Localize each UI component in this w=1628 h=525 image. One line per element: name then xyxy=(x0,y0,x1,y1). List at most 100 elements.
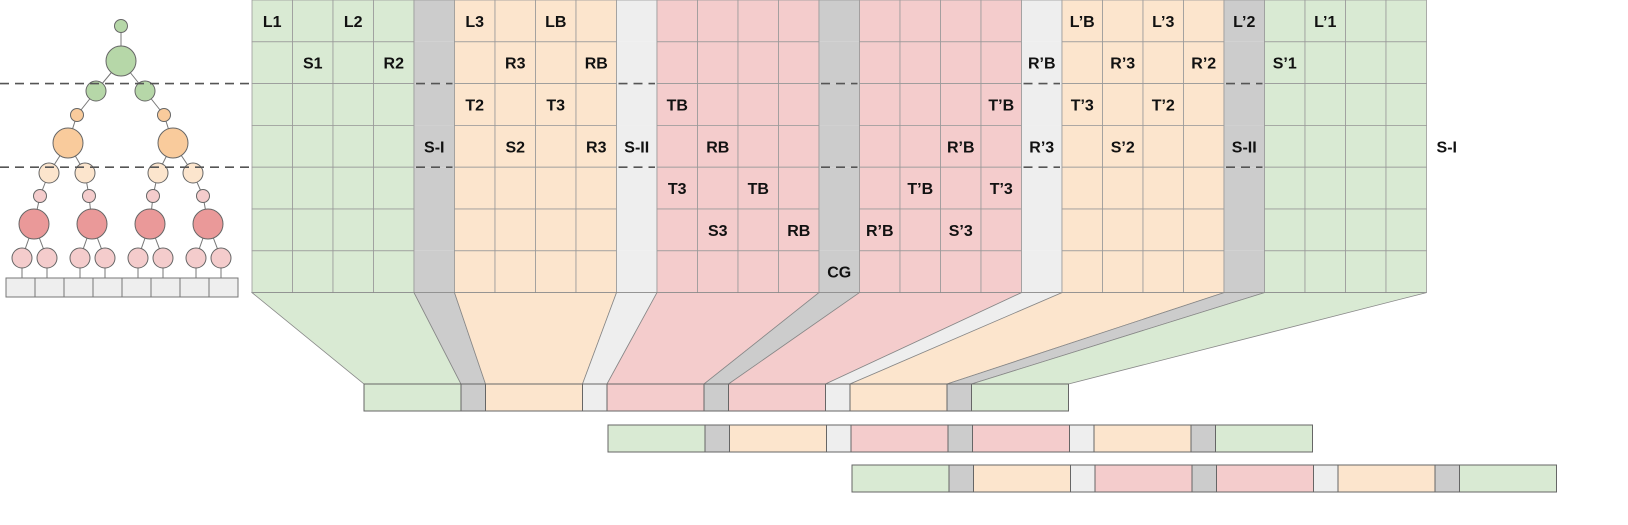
leaf-storage-cell xyxy=(63,277,94,298)
grid-cell xyxy=(899,125,941,168)
grid-cell xyxy=(454,250,496,294)
grid-cell xyxy=(980,0,1022,43)
separator-cell xyxy=(819,167,860,209)
grid-cell xyxy=(292,0,334,43)
grid-cell xyxy=(1385,166,1427,210)
grid-cell xyxy=(1102,250,1144,294)
grid-cell xyxy=(859,166,901,210)
grid-cell xyxy=(454,166,496,210)
grid-cell xyxy=(535,250,577,294)
separator-cell xyxy=(1021,250,1062,293)
grid-cell xyxy=(697,125,739,168)
grid-cell xyxy=(1304,166,1346,210)
tree-node xyxy=(182,162,204,184)
separator-cell xyxy=(1224,209,1265,251)
grid-cell xyxy=(373,250,415,294)
grid-cell xyxy=(656,0,698,43)
separator-cell xyxy=(616,41,657,84)
tree-node xyxy=(74,162,96,184)
grid-cell xyxy=(1183,166,1225,210)
grid-cell xyxy=(1264,166,1306,210)
strip-segment xyxy=(728,383,826,412)
grid-cell xyxy=(1264,83,1306,126)
strip-segment xyxy=(606,383,705,412)
grid-cell xyxy=(575,0,617,43)
grid-cell xyxy=(454,208,496,252)
grid-cell-label: R’B xyxy=(947,139,975,156)
grid-cell xyxy=(454,41,496,84)
tree-node xyxy=(85,80,107,102)
strip-segment xyxy=(729,424,827,453)
grid-cell-label: RB xyxy=(787,223,810,240)
grid-cell xyxy=(332,83,374,126)
grid-cell xyxy=(535,83,577,126)
grid-cell xyxy=(292,166,334,210)
strip-segment xyxy=(825,383,851,412)
tree-node xyxy=(82,189,96,203)
grid-cell-label: L’1 xyxy=(1314,14,1336,31)
grid-cell xyxy=(1345,0,1387,43)
grid-cell xyxy=(1061,125,1103,168)
strip-segment xyxy=(1215,424,1313,453)
grid-cell xyxy=(1345,41,1387,84)
grid-cell xyxy=(332,125,374,168)
grid-cell xyxy=(940,166,982,210)
grid-cell xyxy=(332,166,374,210)
grid-cell xyxy=(1142,125,1184,168)
separator-cell xyxy=(819,250,860,293)
grid-cell xyxy=(1183,125,1225,168)
grid-cell xyxy=(940,41,982,84)
leaf-storage-cell xyxy=(179,277,210,298)
grid-cell xyxy=(535,41,577,84)
grid-cell-label: T3 xyxy=(546,98,565,115)
grid-cell xyxy=(575,83,617,126)
grid-cell-label: RB xyxy=(585,56,608,73)
grid-cell xyxy=(778,0,820,43)
grid-cell xyxy=(899,0,941,43)
tree-node xyxy=(76,208,108,240)
grid-cell xyxy=(656,166,698,210)
grid-cell xyxy=(454,125,496,168)
grid-cell xyxy=(859,250,901,294)
grid-cell xyxy=(697,208,739,252)
tree-node xyxy=(134,208,166,240)
grid-cell-label: S3 xyxy=(708,223,728,240)
tree-node xyxy=(196,189,210,203)
grid-cell xyxy=(494,166,536,210)
grid-cell xyxy=(697,41,739,84)
tree-node xyxy=(192,208,224,240)
separator-label: S-II xyxy=(624,139,649,156)
grid-cell xyxy=(575,166,617,210)
grid-cell xyxy=(1304,250,1346,294)
strip-segment xyxy=(703,383,729,412)
grid-cell xyxy=(697,250,739,294)
grid-cell xyxy=(251,125,293,168)
separator-cell xyxy=(819,0,860,42)
grid-cell xyxy=(1102,208,1144,252)
grid-cell xyxy=(1102,83,1144,126)
quadtree-hierarchy xyxy=(5,19,239,298)
tree-node xyxy=(185,247,207,269)
grid-cell xyxy=(251,250,293,294)
grid-cell-label: S’2 xyxy=(1111,139,1135,156)
strip-segment xyxy=(850,424,949,453)
grid-cell xyxy=(697,83,739,126)
separator-cell xyxy=(414,83,455,126)
grid-cell-label: R3 xyxy=(505,56,526,73)
separator-cell xyxy=(414,125,455,168)
grid-cell xyxy=(1142,250,1184,294)
tree-node xyxy=(33,189,47,203)
tree-node xyxy=(210,247,232,269)
separator-cell xyxy=(1021,167,1062,209)
grid-cell-label: T’2 xyxy=(1152,98,1175,115)
grid-cell xyxy=(940,208,982,252)
grid-cell xyxy=(1385,0,1427,43)
separator-cell xyxy=(1021,0,1062,42)
grid-cell xyxy=(292,208,334,252)
grid-cell xyxy=(899,208,941,252)
grid-cell-label: L3 xyxy=(465,14,484,31)
grid-cell-label: S2 xyxy=(505,139,525,156)
grid-cell xyxy=(980,125,1022,168)
grid-cell xyxy=(1183,0,1225,43)
